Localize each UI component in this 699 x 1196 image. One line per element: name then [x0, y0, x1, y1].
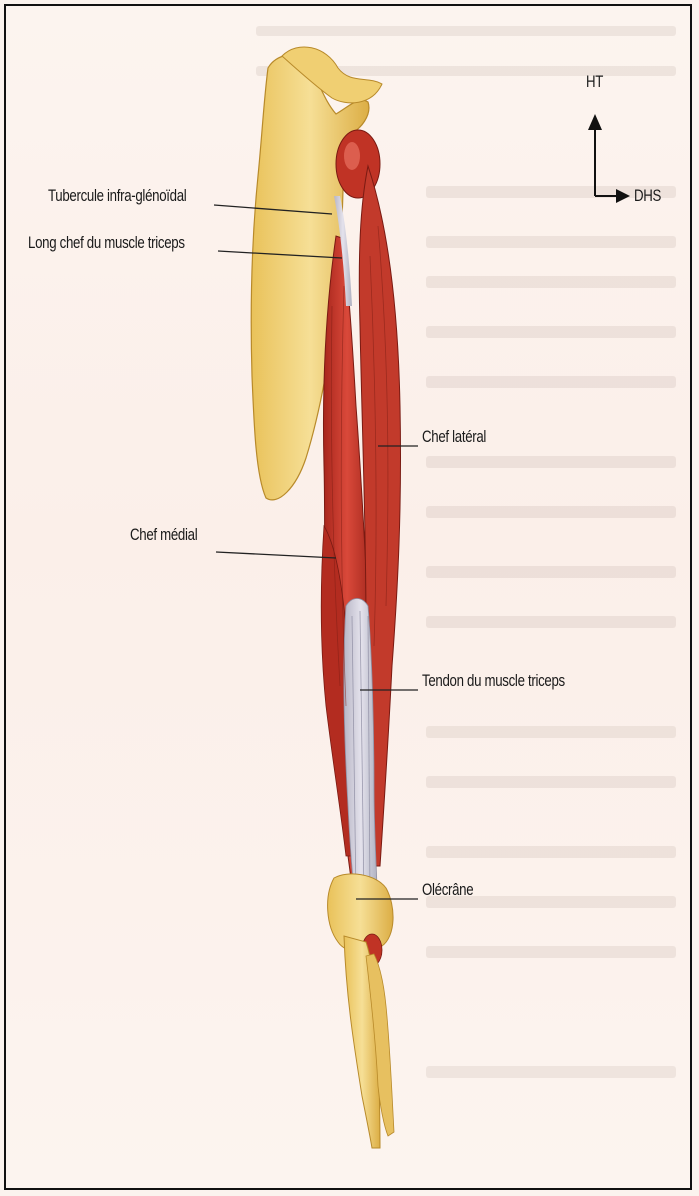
label-long-chef-triceps: Long chef du muscle triceps — [28, 233, 185, 253]
figure-frame: Tubercule infra-glénoïdal Long chef du m… — [4, 4, 692, 1190]
label-chef-medial: Chef médial — [130, 525, 197, 545]
label-tubercule-infra-glenoidal: Tubercule infra-glénoïdal — [48, 186, 186, 206]
label-olecrane: Olécrâne — [422, 880, 473, 900]
label-tendon-triceps: Tendon du muscle triceps — [422, 671, 565, 691]
triceps-anatomy-illustration — [6, 6, 692, 1190]
leader-chef-medial — [216, 552, 336, 558]
label-chef-lateral: Chef latéral — [422, 427, 486, 447]
orientation-up-label: HT — [586, 72, 603, 92]
orientation-right-label: DHS — [634, 186, 661, 206]
